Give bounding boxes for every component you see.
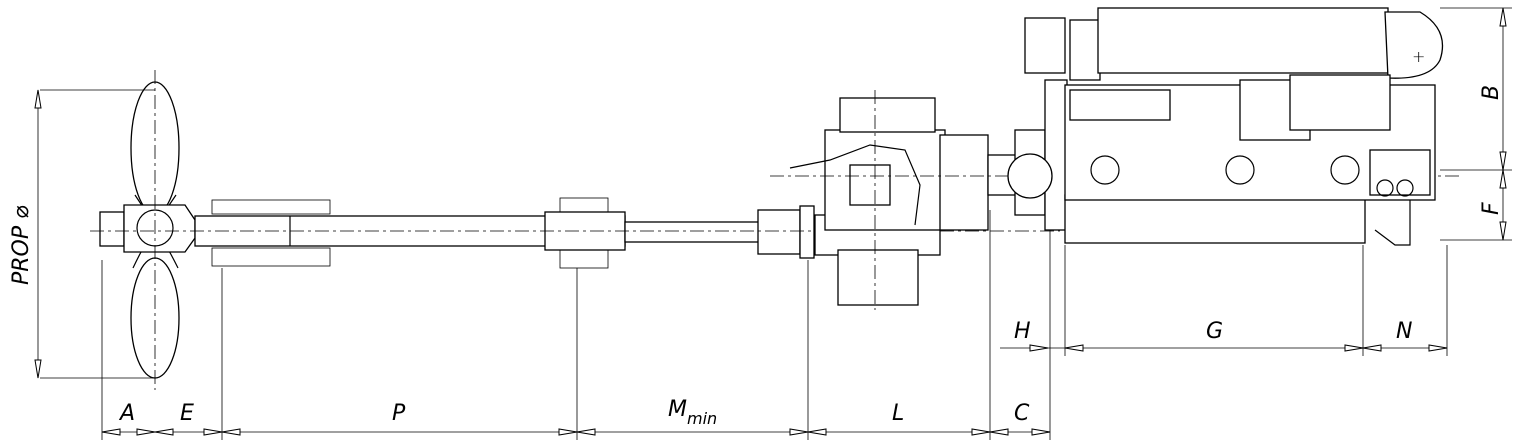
dimension-arrowhead — [101, 428, 121, 436]
shaft — [90, 197, 1060, 269]
dimension-arrowhead — [136, 428, 156, 436]
dim-P: P — [392, 401, 406, 426]
dimension-arrowhead — [807, 428, 827, 436]
dimension-arrowhead — [1031, 428, 1051, 436]
dim-M-min: Mmin — [668, 397, 717, 428]
dim-H: H — [1014, 319, 1031, 344]
dimension-arrowhead — [154, 428, 174, 436]
dimension-arrowhead — [203, 428, 223, 436]
dimension-arrowhead — [1029, 344, 1049, 352]
dim-B: B — [1479, 85, 1504, 100]
dim-G: G — [1206, 319, 1223, 344]
dim-E: E — [180, 401, 194, 426]
dim-prop-diameter: PROP ⌀ — [9, 205, 34, 285]
dimension-arrowhead — [1499, 169, 1507, 189]
gearbox — [770, 90, 1460, 310]
dimension-arrowhead — [971, 428, 991, 436]
extension-lines — [40, 7, 1512, 440]
dimension-arrowhead — [576, 428, 596, 436]
dim-C: C — [1014, 401, 1030, 426]
engine: + — [1007, 7, 1444, 246]
dimension-arrowhead — [1499, 151, 1507, 171]
dimension-arrowhead — [1344, 344, 1364, 352]
dim-A: A — [118, 401, 135, 426]
dimension-arrowhead — [221, 428, 241, 436]
dim-F: F — [1479, 202, 1504, 215]
dimension-arrowhead — [1064, 344, 1084, 352]
dim-N: N — [1396, 319, 1412, 344]
svg-text:+: + — [1412, 47, 1425, 66]
dimension-lines — [34, 7, 1507, 436]
propeller — [99, 70, 196, 390]
dimension-arrowhead — [1362, 344, 1382, 352]
dim-L: L — [892, 401, 904, 426]
dimension-arrowhead — [1499, 221, 1507, 241]
dimension-arrowhead — [1428, 344, 1448, 352]
dimension-arrowhead — [34, 359, 42, 379]
dimension-arrowhead — [989, 428, 1009, 436]
dimension-arrowhead — [1499, 7, 1507, 27]
dimension-arrowhead — [789, 428, 809, 436]
dimension-arrowhead — [558, 428, 578, 436]
dimension-arrowhead — [34, 89, 42, 109]
